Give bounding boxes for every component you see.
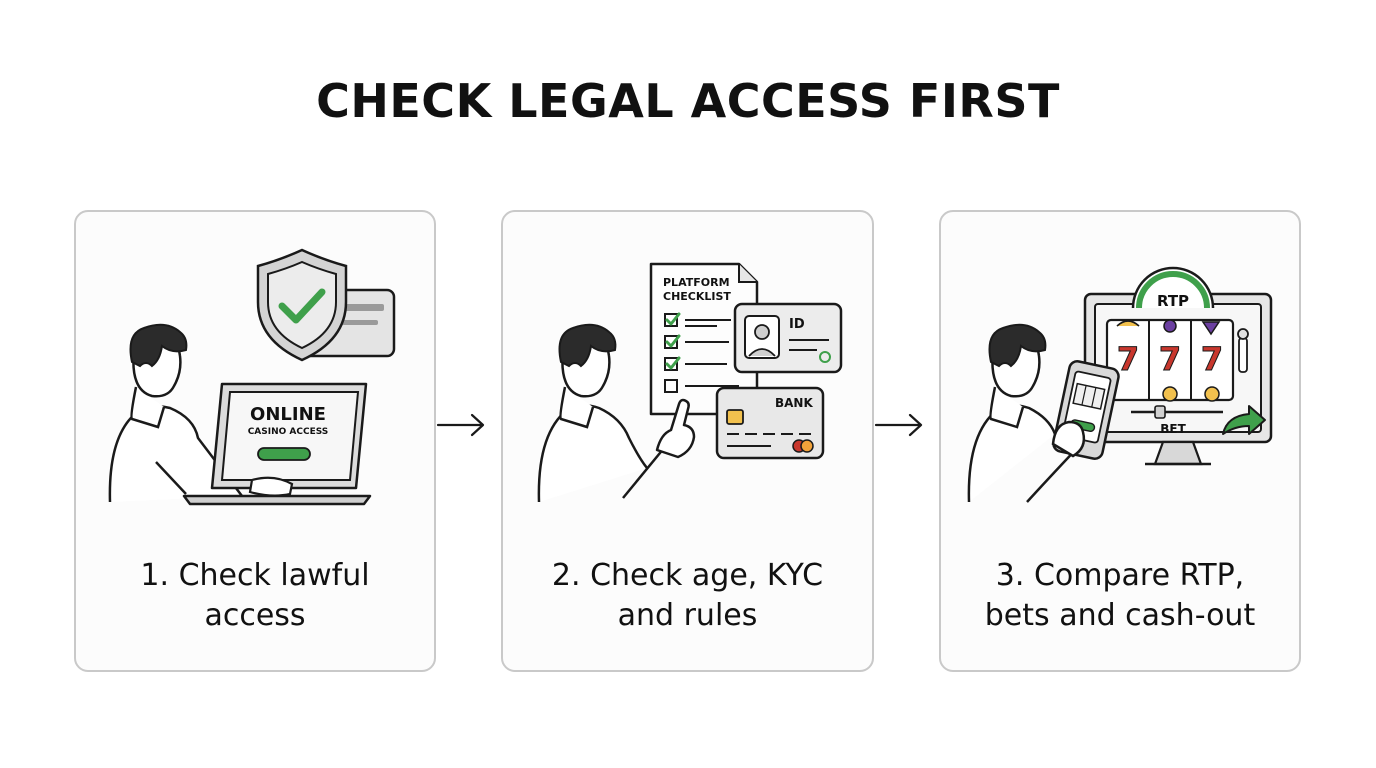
id-label: ID: [789, 317, 805, 332]
step-card-2: PLATFORM CHECKLIST: [501, 210, 874, 672]
gauge-icon: RTP: [1131, 266, 1215, 310]
slot-machine-icon: 7 7 7 BET: [1083, 292, 1273, 466]
person-icon: [537, 323, 696, 503]
slot-symbol-2: 7: [1159, 340, 1181, 378]
step-3-caption: 3. Compare RTP, bets and cash-out: [941, 556, 1299, 636]
step-2-caption: 2. Check age, KYC and rules: [503, 556, 872, 636]
step-3-illustration: 7 7 7 BET RTP: [967, 266, 1273, 503]
step-2-illustration: PLATFORM CHECKLIST: [537, 262, 843, 503]
slot-symbol-1: 7: [1117, 340, 1139, 378]
bet-label: BET: [1160, 422, 1186, 436]
cash-out-arrow-icon: [1222, 405, 1266, 435]
person-icon: [108, 323, 243, 503]
step-1-caption: 1. Check lawful access: [76, 556, 434, 636]
checklist-title-line-1: PLATFORM: [663, 276, 730, 289]
checklist-icon: PLATFORM CHECKLIST: [649, 262, 759, 416]
arrow-right-icon: [436, 413, 485, 437]
slot-symbol-3: 7: [1201, 340, 1223, 378]
step-2-caption-line-2: and rules: [617, 598, 758, 633]
step-card-1: ONLINE CASINO ACCESS 1. Check lawful acc…: [74, 210, 436, 672]
step-1-caption-line-1: 1. Check lawful: [140, 558, 370, 593]
page-title: CHECK LEGAL ACCESS FIRST: [316, 74, 1060, 128]
shield-check-icon: [256, 248, 348, 362]
step-card-3: 7 7 7 BET RTP: [939, 210, 1301, 672]
laptop-icon: ONLINE CASINO ACCESS: [182, 382, 372, 506]
arrow-right-icon: [874, 413, 923, 437]
step-3-caption-line-2: bets and cash-out: [984, 598, 1256, 633]
id-card-icon: ID: [733, 302, 843, 374]
step-1-illustration: ONLINE CASINO ACCESS: [108, 248, 396, 506]
laptop-subtitle: CASINO ACCESS: [248, 427, 329, 437]
bank-card-icon: BANK: [715, 386, 825, 460]
step-1-caption-line-2: access: [204, 598, 306, 633]
laptop-title: ONLINE: [250, 404, 326, 425]
rtp-label: RTP: [1157, 292, 1189, 310]
person-icon: [967, 323, 1082, 503]
step-2-caption-line-1: 2. Check age, KYC: [551, 558, 824, 593]
bank-label: BANK: [775, 396, 813, 410]
step-3-caption-line-1: 3. Compare RTP,: [995, 558, 1245, 593]
smartphone-icon: [1051, 360, 1120, 460]
checklist-title-line-2: CHECKLIST: [663, 290, 731, 303]
